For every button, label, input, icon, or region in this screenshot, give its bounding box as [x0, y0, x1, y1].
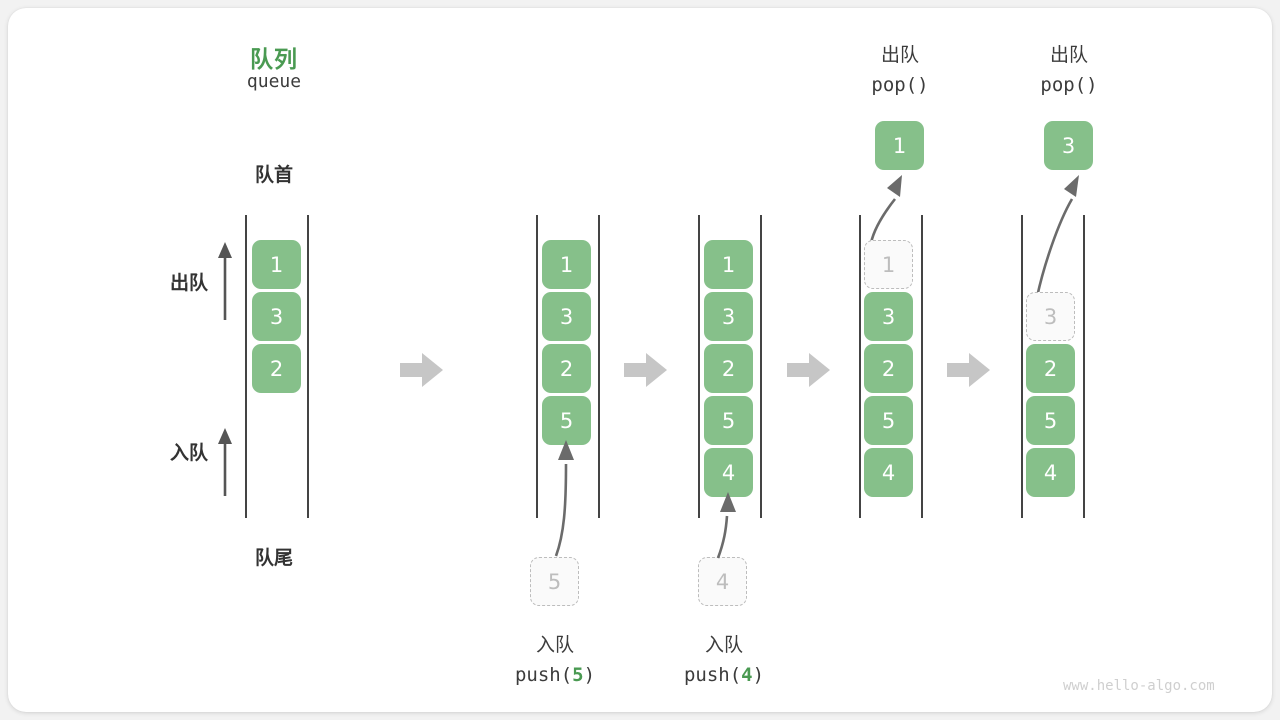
queue-cell-new: 4 [704, 448, 753, 497]
queue-cell-new: 5 [542, 396, 591, 445]
step-arrow-icon [947, 353, 990, 387]
rail-left-stage-4 [859, 215, 861, 518]
pop2-label-code: pop() [1040, 74, 1098, 96]
push5-code-num: 5 [572, 664, 584, 686]
queue-title-en: queue [246, 71, 302, 92]
dequeue-side-label: 出队 [169, 273, 208, 294]
incoming-ghost-cell: 4 [698, 557, 747, 606]
queue-cell-removed: 3 [1026, 292, 1075, 341]
push4-code-prefix: push( [683, 664, 742, 686]
queue-cell: 2 [864, 344, 913, 393]
step-arrow-icon [400, 353, 443, 387]
queue-cell: 3 [252, 292, 301, 341]
dequeue-up-arrow-icon [218, 242, 232, 320]
queue-title-cn: 队列 [250, 46, 298, 72]
push5-label-code: push(5) [475, 664, 635, 686]
rail-left-stage-5 [1021, 215, 1023, 518]
push-arrow-icon [554, 440, 574, 557]
popped-cell: 1 [875, 121, 924, 170]
push5-label-cn: 入队 [535, 635, 574, 656]
push-arrow-icon [716, 492, 736, 559]
push5-code-suffix: ) [583, 664, 596, 686]
queue-cell: 4 [864, 448, 913, 497]
queue-cell: 2 [704, 344, 753, 393]
rail-left-stage-3 [698, 215, 700, 518]
pop1-label-code: pop() [871, 74, 929, 96]
queue-cell: 2 [252, 344, 301, 393]
diagram-card: 队列 queue 队首 队尾 出队 入队 1 3 2 1 3 2 5 [8, 8, 1272, 712]
queue-cell: 2 [1026, 344, 1075, 393]
enqueue-side-label: 入队 [169, 443, 208, 464]
queue-cell: 1 [704, 240, 753, 289]
queue-cell: 1 [542, 240, 591, 289]
rail-left-stage-1 [245, 215, 247, 518]
pop-arrow-icon [1035, 175, 1079, 298]
queue-cell: 3 [704, 292, 753, 341]
push5-code-prefix: push( [514, 664, 573, 686]
pop2-label-cn: 出队 [1049, 45, 1088, 66]
rail-left-stage-2 [536, 215, 538, 518]
queue-cell: 4 [1026, 448, 1075, 497]
rail-right-stage-3 [760, 215, 762, 518]
step-arrow-icon [787, 353, 830, 387]
pop1-label-cn: 出队 [880, 45, 919, 66]
rail-right-stage-1 [307, 215, 309, 518]
queue-cell: 3 [542, 292, 591, 341]
incoming-ghost-cell: 5 [530, 557, 579, 606]
push4-code-suffix: ) [752, 664, 765, 686]
queue-cell: 1 [252, 240, 301, 289]
queue-cell: 5 [1026, 396, 1075, 445]
enqueue-up-arrow-icon [218, 428, 232, 496]
push4-label-code: push(4) [644, 664, 804, 686]
step-arrow-icon [624, 353, 667, 387]
queue-cell-removed: 1 [864, 240, 913, 289]
push4-label-cn: 入队 [704, 635, 743, 656]
watermark: www.hello-algo.com [1063, 678, 1215, 694]
rail-right-stage-4 [921, 215, 923, 518]
queue-cell: 5 [864, 396, 913, 445]
rail-right-stage-5 [1083, 215, 1085, 518]
pop-arrow-icon [869, 175, 902, 244]
rail-right-stage-2 [598, 215, 600, 518]
push4-code-num: 4 [741, 664, 753, 686]
front-label: 队首 [254, 165, 293, 186]
queue-cell: 2 [542, 344, 591, 393]
popped-cell: 3 [1044, 121, 1093, 170]
rear-label: 队尾 [254, 548, 293, 569]
queue-cell: 3 [864, 292, 913, 341]
queue-cell: 5 [704, 396, 753, 445]
